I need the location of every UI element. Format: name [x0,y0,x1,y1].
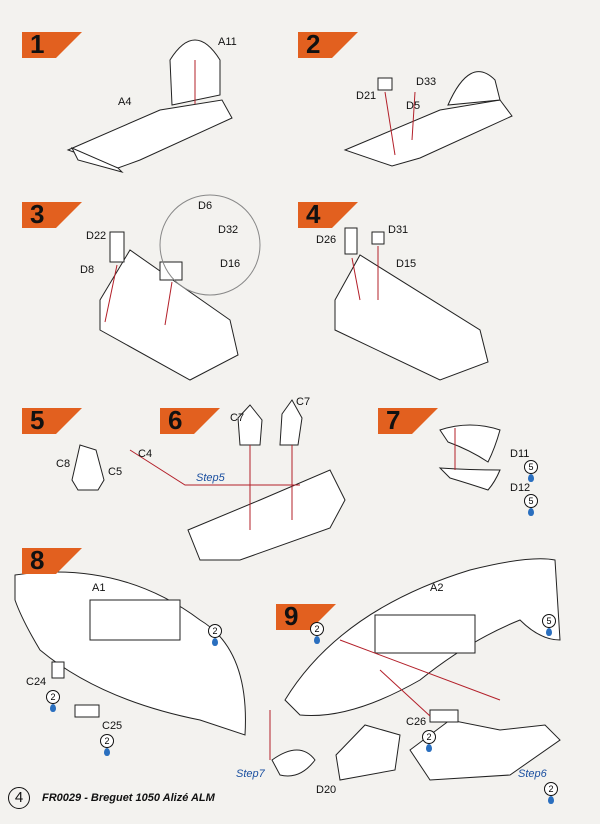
cockpit-floor-step2 [343,99,513,167]
part-label-c5: C5 [108,466,123,478]
part-label-d15: D15 [396,258,417,270]
step-badge-7: 7 [378,406,438,434]
page-number: 4 [8,787,30,809]
part-label-a11: A11 [218,36,237,48]
paint-ref-d12: 5 [524,494,538,508]
step-badge-6: 6 [160,406,220,434]
step-reference-step5: Step5 [196,472,225,484]
part-label-c8: C8 [56,458,71,470]
paint-ref-a2-interior: 2 [310,622,324,636]
part-label-a1: A1 [92,582,106,594]
part-label-d33: D33 [416,76,437,88]
paint-ref-step6: 2 [544,782,558,796]
part-label-d16: D16 [220,258,241,270]
footer-title: FR0029 - Breguet 1050 Alizé ALM [42,792,215,804]
paint-drop-icon [546,628,552,636]
step-badge-2: 2 [298,30,358,58]
step-badge-9: 9 [276,602,336,630]
paint-ref-a1: 2 [208,624,222,638]
part-label-c7-right: C7 [296,396,311,408]
step-reference-step6: Step6 [518,768,547,780]
step-badge-1: 1 [22,30,82,58]
fuselage-half-a1 [14,571,246,736]
paint-ref-c25: 2 [100,734,114,748]
part-step7 [271,749,316,777]
part-label-d31: D31 [388,224,409,236]
paint-drop-icon [426,744,432,752]
paint-ref-c26: 2 [422,730,436,744]
part-label-d12: D12 [510,482,531,494]
page-footer: 4 FR0029 - Breguet 1050 Alizé ALM [8,786,215,810]
step-badge-3: 3 [22,200,82,228]
cockpit-floor-step4 [334,254,489,381]
step-badge-8: 8 [22,546,82,574]
paint-drop-icon [50,704,56,712]
paint-drop-icon [528,474,534,482]
detail-inset-circle [159,194,261,296]
part-label-d11: D11 [510,448,530,460]
paint-ref-a2-exterior: 5 [542,614,556,628]
step-badge-4: 4 [298,200,358,228]
step-reference-step7: Step7 [236,768,265,780]
paint-drop-icon [104,748,110,756]
part-label-a4: A4 [118,96,132,108]
part-label-a2: A2 [430,582,444,594]
panel-d12 [438,467,501,491]
paint-ref-d11: 5 [524,460,538,474]
paint-drop-icon [314,636,320,644]
part-label-d5: D5 [406,100,421,112]
part-label-d22: D22 [86,230,107,242]
part-label-d6: D6 [198,200,213,212]
paint-drop-icon [528,508,534,516]
paint-drop-icon [548,796,554,804]
paint-ref-c24: 2 [46,690,60,704]
seat-c8 [71,444,105,491]
part-label-d26: D26 [316,234,337,246]
part-label-d8: D8 [80,264,95,276]
part-label-c7-left: C7 [230,412,245,424]
part-label-c24: C24 [26,676,47,688]
part-label-d20: D20 [316,784,337,796]
panel-d11 [439,424,501,463]
cockpit-floor-step6 [187,469,346,561]
part-label-c25: C25 [102,720,123,732]
part-label-d32: D32 [218,224,239,236]
part-label-c4: C4 [138,448,153,460]
paint-drop-icon [212,638,218,646]
part-label-d21: D21 [356,90,377,102]
part-d20 [335,724,401,781]
step-badge-5: 5 [22,406,82,434]
part-label-c26: C26 [406,716,427,728]
cockpit-floor-step3 [99,249,239,381]
